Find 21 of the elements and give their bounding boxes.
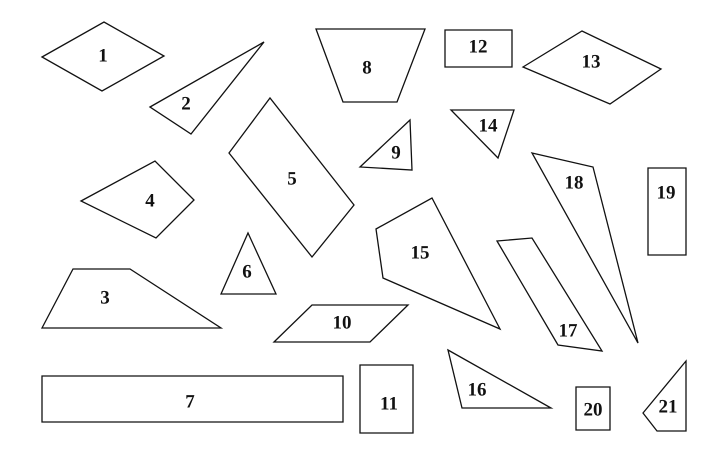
shape-number: 16 [468,380,486,400]
shape-number: 3 [100,288,110,308]
shape-number: 15 [410,244,430,262]
shape-number: 14 [478,116,498,136]
shape-number: 10 [332,314,352,332]
shape-number: 4 [145,192,155,210]
shape-number: 8 [362,58,372,78]
shape-number: 7 [185,392,195,412]
shape-number: 13 [582,52,600,72]
shape-number: 1 [98,46,108,66]
shape-number: 20 [584,400,602,420]
shape-number: 12 [468,38,488,56]
shape-number: 2 [181,94,191,114]
shape-number: 17 [558,322,578,340]
shape-number: 18 [564,174,584,192]
shape-number: 5 [287,170,297,188]
shape-number: 21 [658,398,678,416]
shape-number: 9 [391,144,401,162]
shape-number: 19 [656,184,676,202]
shape-number: 6 [242,262,252,282]
shape-number: 11 [380,394,398,414]
